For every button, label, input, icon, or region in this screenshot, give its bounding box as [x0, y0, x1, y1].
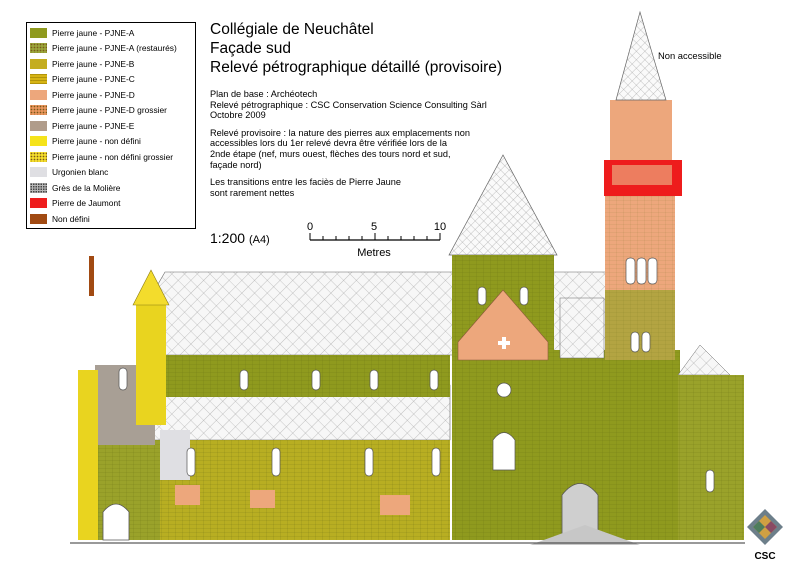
legend-label: Pierre jaune - PJNE-B [52, 58, 135, 69]
legend-swatch [30, 198, 47, 209]
legend-swatch [30, 89, 47, 100]
legend-swatch [30, 43, 47, 54]
west-arch [102, 503, 130, 541]
info-trans-1: Les transitions entre les faciès de Pier… [210, 177, 401, 188]
legend-item: Pierre jaune - non défini grossier [30, 149, 192, 165]
legend-swatch [30, 58, 47, 69]
legend-item: Pierre jaune - PJNE-D [30, 87, 192, 103]
legend-label: Non défini [52, 213, 90, 224]
info-prov-4: façade nord) [210, 159, 262, 170]
legend-swatch [30, 120, 47, 131]
info-date: Octobre 2009 [210, 110, 266, 121]
info-base: Plan de base : Archéotech [210, 89, 318, 99]
legend-label: Pierre jaune - non défini [52, 136, 141, 147]
west-buttress [78, 370, 98, 540]
legend-item: Pierre jaune - PJNE-E [30, 118, 192, 134]
logo-text: CSC [754, 551, 775, 562]
legend-label: Grès de la Molière [52, 182, 121, 193]
info-block: Plan de base : Archéotech Relevé pétrogr… [210, 89, 487, 198]
csc-logo: CSC [747, 509, 783, 562]
info-prov-2: accessibles lors du 1er relevé devra êtr… [210, 138, 447, 149]
info-prov-1: Relevé provisoire : la nature des pierre… [210, 127, 470, 138]
legend-swatch [30, 213, 47, 224]
legend-swatch [30, 105, 47, 116]
legend-swatch [30, 151, 47, 162]
legend-label: Urgonien blanc [52, 167, 109, 178]
scale-bar: 0 5 10 Metres [307, 221, 446, 259]
legend-label: Pierre jaune - PJNE-A (restaurés) [52, 43, 177, 54]
legend-label: Pierre jaune - PJNE-C [52, 74, 135, 85]
legend-swatch [30, 27, 47, 38]
west-turret [136, 305, 166, 425]
gable [457, 289, 549, 361]
scale-ratio-value: 1:200 [210, 230, 246, 246]
legend-item: Urgonien blanc [30, 165, 192, 181]
legend-item: Pierre jaune - PJNE-B [30, 56, 192, 72]
legend-label: Pierre jaune - PJNE-E [52, 120, 135, 131]
title-line-3: Relevé pétrographique détaillé (provisoi… [210, 59, 503, 76]
info-trans-2: sont rarement nettes [210, 187, 295, 198]
portal [561, 483, 599, 541]
legend-item: Pierre de Jaumont [30, 196, 192, 212]
scale-unit: Metres [357, 247, 391, 259]
map-title: Collégiale de Neuchâtel Façade sud Relev… [210, 20, 502, 77]
legend-label: Pierre jaune - non défini grossier [52, 151, 174, 162]
legend-box: Pierre jaune - PJNE-A Pierre jaune - PJNE… [26, 22, 196, 229]
scale-tick-10: 10 [434, 221, 446, 233]
legend-label: Pierre jaune - PJNE-D [52, 89, 135, 100]
south-tower-spire [615, 10, 667, 101]
legend-item: Pierre jaune - PJNE-C [30, 72, 192, 88]
non-accessible-note: Non accessible [658, 50, 722, 61]
legend-item: Pierre jaune - PJNE-A [30, 25, 192, 41]
scale-ratio: 1:200 (A4) [210, 230, 270, 246]
legend-item: Pierre jaune - non défini [30, 134, 192, 150]
legend-label: Pierre jaune - PJNE-A [52, 27, 135, 38]
legend-label: Pierre jaune - PJNE-D grossier [52, 105, 167, 116]
scale-tick-5: 5 [371, 221, 377, 233]
legend-label: Pierre de Jaumont [52, 198, 121, 209]
legend-swatch [30, 136, 47, 147]
title-line-1: Collégiale de Neuchâtel [210, 21, 374, 38]
info-prov-3: 2nde étape (nef, murs ouest, flèches des… [210, 148, 451, 159]
scale-paper: (A4) [248, 234, 270, 246]
legend-swatch [30, 74, 47, 85]
legend-swatch [30, 167, 47, 178]
legend-item: Grès de la Molière [30, 180, 192, 196]
info-releve: Relevé pétrographique : CSC Conservation… [210, 99, 487, 110]
title-line-2: Façade sud [210, 40, 291, 57]
legend-item: Pierre jaune - PJNE-A (restaurés) [30, 41, 192, 57]
legend-item: Non défini [30, 211, 192, 227]
legend-swatch [30, 182, 47, 193]
legend-item: Pierre jaune - PJNE-D grossier [30, 103, 192, 119]
scale-tick-0: 0 [307, 221, 313, 233]
